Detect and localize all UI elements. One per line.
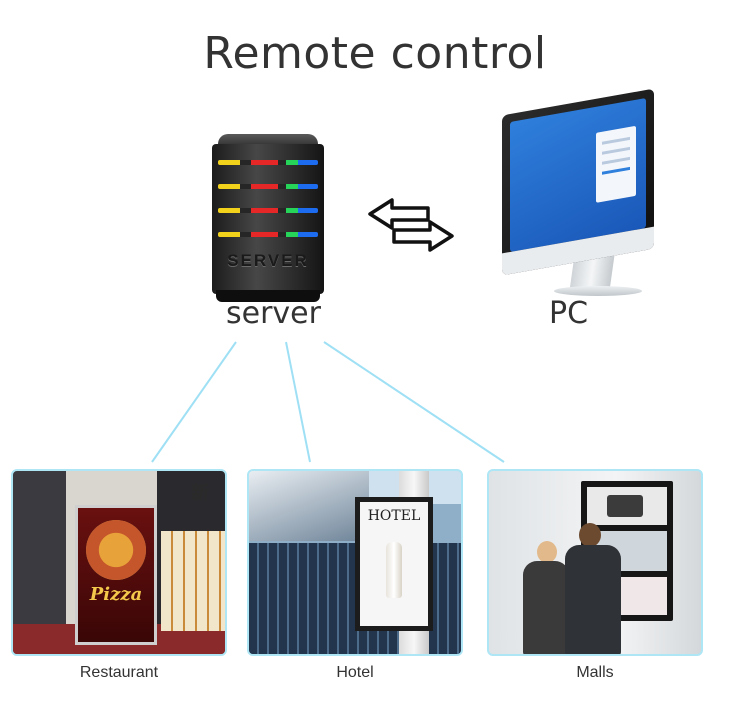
connector-hotel (285, 341, 311, 463)
restaurant-poster-text: Pizza (89, 584, 143, 605)
restaurant-poster: Pizza (75, 505, 157, 645)
server-plate: SERVER (227, 251, 309, 270)
hotel-display: HOTEL (355, 497, 433, 631)
venue-photo-malls (487, 469, 703, 656)
pc-label: PC (549, 296, 589, 331)
connector-restaurant (151, 341, 237, 463)
venue-label-hotel: Hotel (336, 664, 374, 681)
connector-malls (323, 341, 505, 463)
bidirectional-arrows-icon (368, 198, 454, 252)
server-label: server (226, 296, 321, 331)
page-title: Remote control (203, 28, 547, 79)
hotel-display-text: HOTEL (367, 508, 421, 524)
venue-photo-hotel: HOTEL (247, 469, 463, 656)
restaurant-sign: 新 (191, 483, 209, 503)
venue-label-restaurant: Restaurant (79, 664, 159, 681)
server-icon: SERVER (212, 134, 324, 304)
pc-monitor-icon (494, 88, 664, 298)
venue-label-malls: Malls (576, 664, 614, 681)
venue-photo-restaurant: 新 Pizza (11, 469, 227, 656)
